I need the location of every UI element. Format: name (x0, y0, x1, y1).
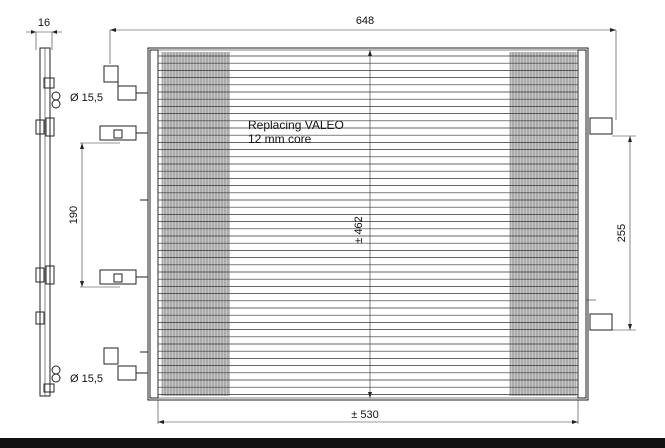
bottom-frame-bar (0, 438, 665, 448)
dim-530-label: ± 530 (351, 409, 378, 421)
mount-bracket-bottom-hole (113, 273, 123, 283)
side-port-top (43, 77, 55, 89)
dim-255-label: 255 (616, 224, 628, 242)
dim-255-arrow-top (628, 136, 632, 142)
diameter-bottom-label: Ø 15,5 (70, 373, 103, 385)
inlet-pipe-top (117, 85, 137, 101)
mount-spacing-dim: 190 (68, 142, 120, 288)
front-view: ± 462 Replacing VALEO 12 mm core (99, 47, 613, 401)
dim-648-arrow-left (110, 28, 116, 32)
fin-fill (162, 52, 230, 396)
port-spacing-dim: 255 (612, 135, 636, 331)
right-port-bottom (589, 313, 613, 331)
side-port-ring-bottom (51, 365, 61, 375)
tube-lines (158, 55, 578, 395)
dim-190-label: 190 (68, 206, 80, 224)
dim-16-arrow-left (31, 30, 36, 34)
dim-16-label: 16 (38, 17, 50, 29)
dim-648-label: 648 (356, 15, 374, 27)
mount-bracket-top-hole (113, 129, 123, 139)
overall-width-dim: 648 (109, 15, 617, 120)
side-port-ring-top-2 (51, 99, 61, 109)
outlet-pipe-bottom (117, 365, 137, 381)
fin-block-right (509, 52, 577, 396)
side-view: 16 Ø 15,5 Ø 15,5 (26, 17, 103, 397)
side-bracket-2b (45, 265, 55, 285)
dim-190-arrow-top (80, 143, 84, 149)
note-line-2: 12 mm core (248, 132, 312, 146)
core-height-arrow-bottom (368, 392, 372, 398)
dim-190-arrow-bottom (80, 281, 84, 287)
diameter-top-label: Ø 15,5 (70, 92, 103, 104)
note-line-1: Replacing VALEO (248, 118, 344, 132)
core-width-dim: ± 530 (157, 400, 579, 424)
right-header-tank (577, 49, 587, 399)
outlet-connector-bottom (103, 347, 119, 365)
side-port-bottom (43, 383, 55, 393)
core-height-arrow-top (368, 50, 372, 56)
core-height-label: ± 462 (353, 216, 365, 243)
condenser-frame (147, 47, 589, 401)
right-port-top (589, 117, 613, 135)
side-bracket-1b (45, 117, 55, 137)
dim-16-arrow-right (52, 30, 57, 34)
dim-648-arrow-right (610, 28, 616, 32)
core-outline (157, 49, 579, 399)
left-header-tank (149, 49, 159, 399)
side-port-ring-bottom-2 (51, 373, 61, 383)
side-bracket-2 (35, 267, 45, 283)
fin-block-left (161, 52, 230, 396)
side-bracket-3 (35, 311, 45, 325)
side-port-ring-top (51, 91, 61, 101)
side-bracket-1 (35, 119, 45, 135)
dim-530-arrow-right (572, 420, 578, 424)
inlet-connector-top (103, 65, 119, 83)
dim-530-arrow-left (158, 420, 164, 424)
dim-255-arrow-bottom (628, 324, 632, 330)
